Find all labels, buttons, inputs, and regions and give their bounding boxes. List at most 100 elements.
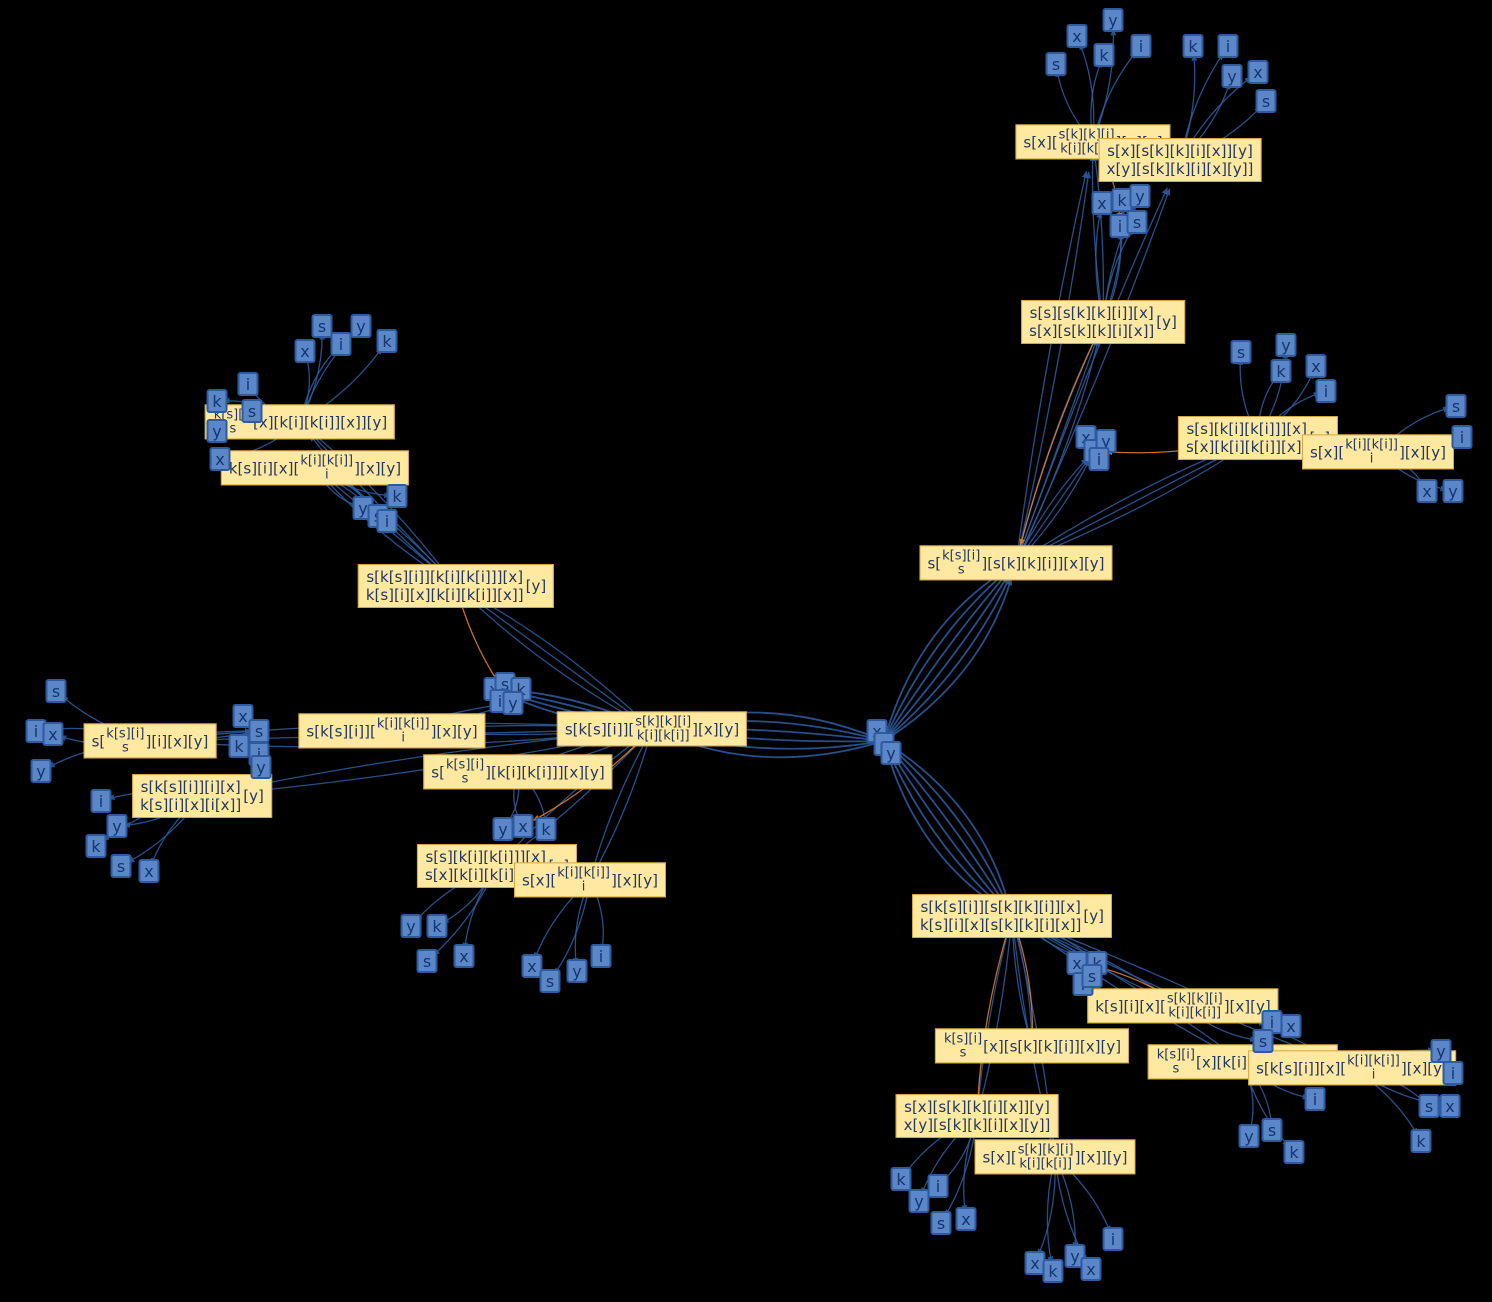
variable-node-s[interactable]: s: [45, 679, 67, 703]
variable-node-y[interactable]: y: [1275, 333, 1297, 357]
variable-node-s[interactable]: s: [110, 854, 132, 878]
variable-node-y[interactable]: y: [502, 691, 524, 715]
expression-node-b16[interactable]: s[x][k[i][k[i]]i][x][y]: [514, 862, 666, 898]
variable-node-k[interactable]: k: [426, 914, 448, 938]
variable-node-y[interactable]: y: [1221, 64, 1243, 88]
variable-node-x[interactable]: x: [453, 944, 475, 968]
variable-node-y[interactable]: y: [1102, 8, 1124, 32]
variable-node-s[interactable]: s: [1255, 89, 1277, 113]
variable-node-k[interactable]: k: [376, 329, 398, 353]
variable-node-y[interactable]: y: [1238, 1124, 1260, 1148]
variable-node-i[interactable]: i: [237, 372, 259, 396]
variable-node-x[interactable]: x: [1305, 354, 1327, 378]
variable-node-x[interactable]: x: [1439, 1094, 1461, 1118]
variable-node-i[interactable]: i: [1315, 379, 1337, 403]
variable-node-s[interactable]: s: [311, 314, 333, 338]
variable-node-y[interactable]: y: [106, 814, 128, 838]
variable-node-y[interactable]: y: [908, 1189, 930, 1213]
variable-node-x[interactable]: x: [209, 447, 231, 471]
expression-node-b21[interactable]: s[k[s][i]][x][k[i][k[i]]i][x][y]: [1248, 1050, 1456, 1086]
variable-node-i[interactable]: i: [1130, 34, 1152, 58]
expression-node-b10[interactable]: s[k[s][i]][k[i][k[i]]i][x][y]: [298, 713, 486, 749]
variable-node-s[interactable]: s: [539, 969, 561, 993]
variable-node-s[interactable]: s: [248, 719, 270, 743]
expression-node-b4[interactable]: s[k[s][i]s][s[k][k][i]][x][y]: [919, 545, 1113, 581]
variable-node-k[interactable]: k: [1093, 43, 1115, 67]
variable-node-x[interactable]: x: [1066, 24, 1088, 48]
expression-node-b14[interactable]: s[k[s][i]][s[k][k][i]k[i][k[i]]][x][y]: [556, 711, 748, 747]
variable-node-i[interactable]: i: [927, 1174, 949, 1198]
variable-node-x[interactable]: x: [1416, 479, 1438, 503]
variable-node-s[interactable]: s: [241, 399, 263, 423]
variable-node-x[interactable]: x: [1280, 1014, 1302, 1038]
variable-node-i[interactable]: i: [1102, 1227, 1124, 1251]
variable-node-x[interactable]: x: [42, 722, 64, 746]
variable-node-i[interactable]: i: [330, 332, 352, 356]
variable-node-k[interactable]: k: [1182, 34, 1204, 58]
expression-node-b13[interactable]: s[k[s][i]s][k[i][k[i]]][x][y]: [423, 754, 613, 790]
variable-node-s[interactable]: s: [1261, 1118, 1283, 1142]
expression-node-b3[interactable]: s[s][s[k][k][i]][x]s[x][s[k][k][i][x]][y…: [1021, 300, 1185, 344]
expression-node-b23[interactable]: s[x][s[k][k][i]k[i][k[i]]][x]][y]: [974, 1139, 1136, 1175]
variable-node-k[interactable]: k: [890, 1167, 912, 1191]
expression-node-b8[interactable]: k[s][i][x][k[i][k[i]]i][x][y]: [220, 450, 410, 486]
variable-node-k[interactable]: k: [1410, 1129, 1432, 1153]
variable-node-x[interactable]: x: [1247, 60, 1269, 84]
variable-node-k[interactable]: k: [1283, 1140, 1305, 1164]
expression-node-b19[interactable]: k[s][i]s[x][s[k][k][i]][x][y]: [934, 1028, 1130, 1064]
variable-node-i[interactable]: i: [376, 509, 398, 533]
variable-node-i[interactable]: i: [590, 944, 612, 968]
variable-node-s[interactable]: s: [1445, 394, 1467, 418]
variable-node-y[interactable]: y: [400, 914, 422, 938]
variable-node-s[interactable]: s: [1126, 210, 1148, 234]
variable-node-x[interactable]: x: [232, 704, 254, 728]
variable-node-k[interactable]: k: [386, 484, 408, 508]
variable-node-y[interactable]: y: [492, 817, 514, 841]
variable-node-y[interactable]: y: [1430, 1039, 1452, 1063]
variable-node-i[interactable]: i: [1217, 34, 1239, 58]
expression-node-b22[interactable]: s[x][s[k][k][i][x]][y]x[y][s[k][k][i][x]…: [895, 1094, 1059, 1138]
expression-node-b9[interactable]: s[k[s][i]][k[i][k[i]]][x]k[s][i][x][k[i]…: [357, 564, 555, 608]
expression-node-b11[interactable]: s[k[s][i]s][i][x][y]: [83, 723, 217, 759]
variable-node-y[interactable]: y: [250, 755, 272, 779]
variable-node-x[interactable]: x: [955, 1207, 977, 1231]
expression-node-b18[interactable]: k[s][i][x][s[k][k][i]k[i][k[i]]][x][y]: [1087, 988, 1279, 1024]
variable-node-x[interactable]: x: [1080, 1257, 1102, 1281]
variable-node-k[interactable]: k: [206, 389, 228, 413]
variable-node-s[interactable]: s: [416, 949, 438, 973]
variable-node-x[interactable]: x: [512, 814, 534, 838]
expression-node-b7[interactable]: k[s][i]s[x][k[i][k[i]][x]][y]: [204, 404, 396, 440]
variable-node-y[interactable]: y: [350, 314, 372, 338]
expression-node-b6[interactable]: s[x][k[i][k[i]]i][x][y]: [1302, 434, 1454, 470]
expression-node-b2[interactable]: s[x][s[k][k][i][x]][y]x[y][s[k][k][i][x]…: [1098, 138, 1262, 182]
variable-node-s[interactable]: s: [1081, 964, 1103, 988]
variable-node-i[interactable]: i: [90, 789, 112, 813]
variable-node-i[interactable]: i: [1451, 425, 1473, 449]
variable-node-i[interactable]: i: [1442, 1061, 1464, 1085]
variable-node-y[interactable]: y: [880, 741, 902, 765]
variable-node-s[interactable]: s: [1230, 340, 1252, 364]
variable-node-y[interactable]: y: [566, 959, 588, 983]
variable-node-s[interactable]: s: [1252, 1029, 1274, 1053]
stacked-subterm: s[k][k][i]k[i][k[i]]: [1018, 1143, 1074, 1170]
variable-node-y[interactable]: y: [1442, 479, 1464, 503]
expression-node-b17[interactable]: s[k[s][i]][s[k][k][i]][x]k[s][i][x][s[k]…: [911, 894, 1113, 938]
variable-node-k[interactable]: k: [535, 817, 557, 841]
variable-node-y[interactable]: y: [30, 759, 52, 783]
variable-node-y[interactable]: y: [1129, 184, 1151, 208]
variable-node-k[interactable]: k: [85, 834, 107, 858]
variable-node-x[interactable]: x: [521, 954, 543, 978]
variable-node-i[interactable]: i: [1088, 447, 1110, 471]
variable-node-x[interactable]: x: [138, 859, 160, 883]
variable-node-k[interactable]: k: [1270, 359, 1292, 383]
variable-node-x[interactable]: x: [294, 339, 316, 363]
variable-node-k[interactable]: k: [1042, 1259, 1064, 1283]
variable-node-y[interactable]: y: [206, 419, 228, 443]
variable-node-s[interactable]: s: [1045, 52, 1067, 76]
variable-node-s[interactable]: s: [930, 1211, 952, 1235]
variable-node-k[interactable]: k: [228, 734, 250, 758]
expression-node-b12[interactable]: s[k[s][i]][i][x]k[s][i][x][i[x]][y]: [132, 774, 272, 818]
variable-node-x[interactable]: x: [1091, 191, 1113, 215]
variable-node-s[interactable]: s: [1418, 1094, 1440, 1118]
variable-node-i[interactable]: i: [1304, 1087, 1326, 1111]
